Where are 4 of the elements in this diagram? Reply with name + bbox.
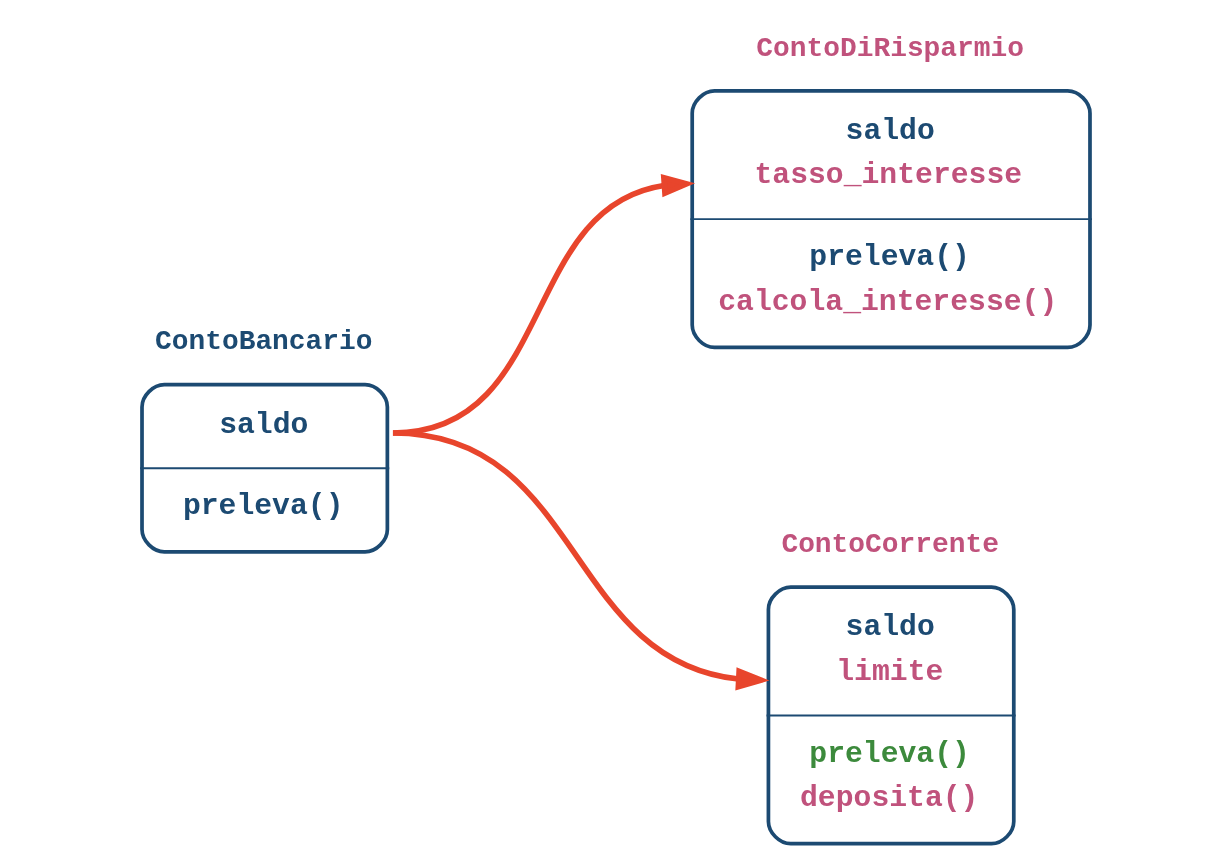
node-label: ContoBancario (154, 326, 372, 358)
node-label: ContoDiRisparmio (755, 32, 1024, 64)
node-label: ContoCorrente (780, 528, 999, 560)
arrow (392, 430, 769, 691)
